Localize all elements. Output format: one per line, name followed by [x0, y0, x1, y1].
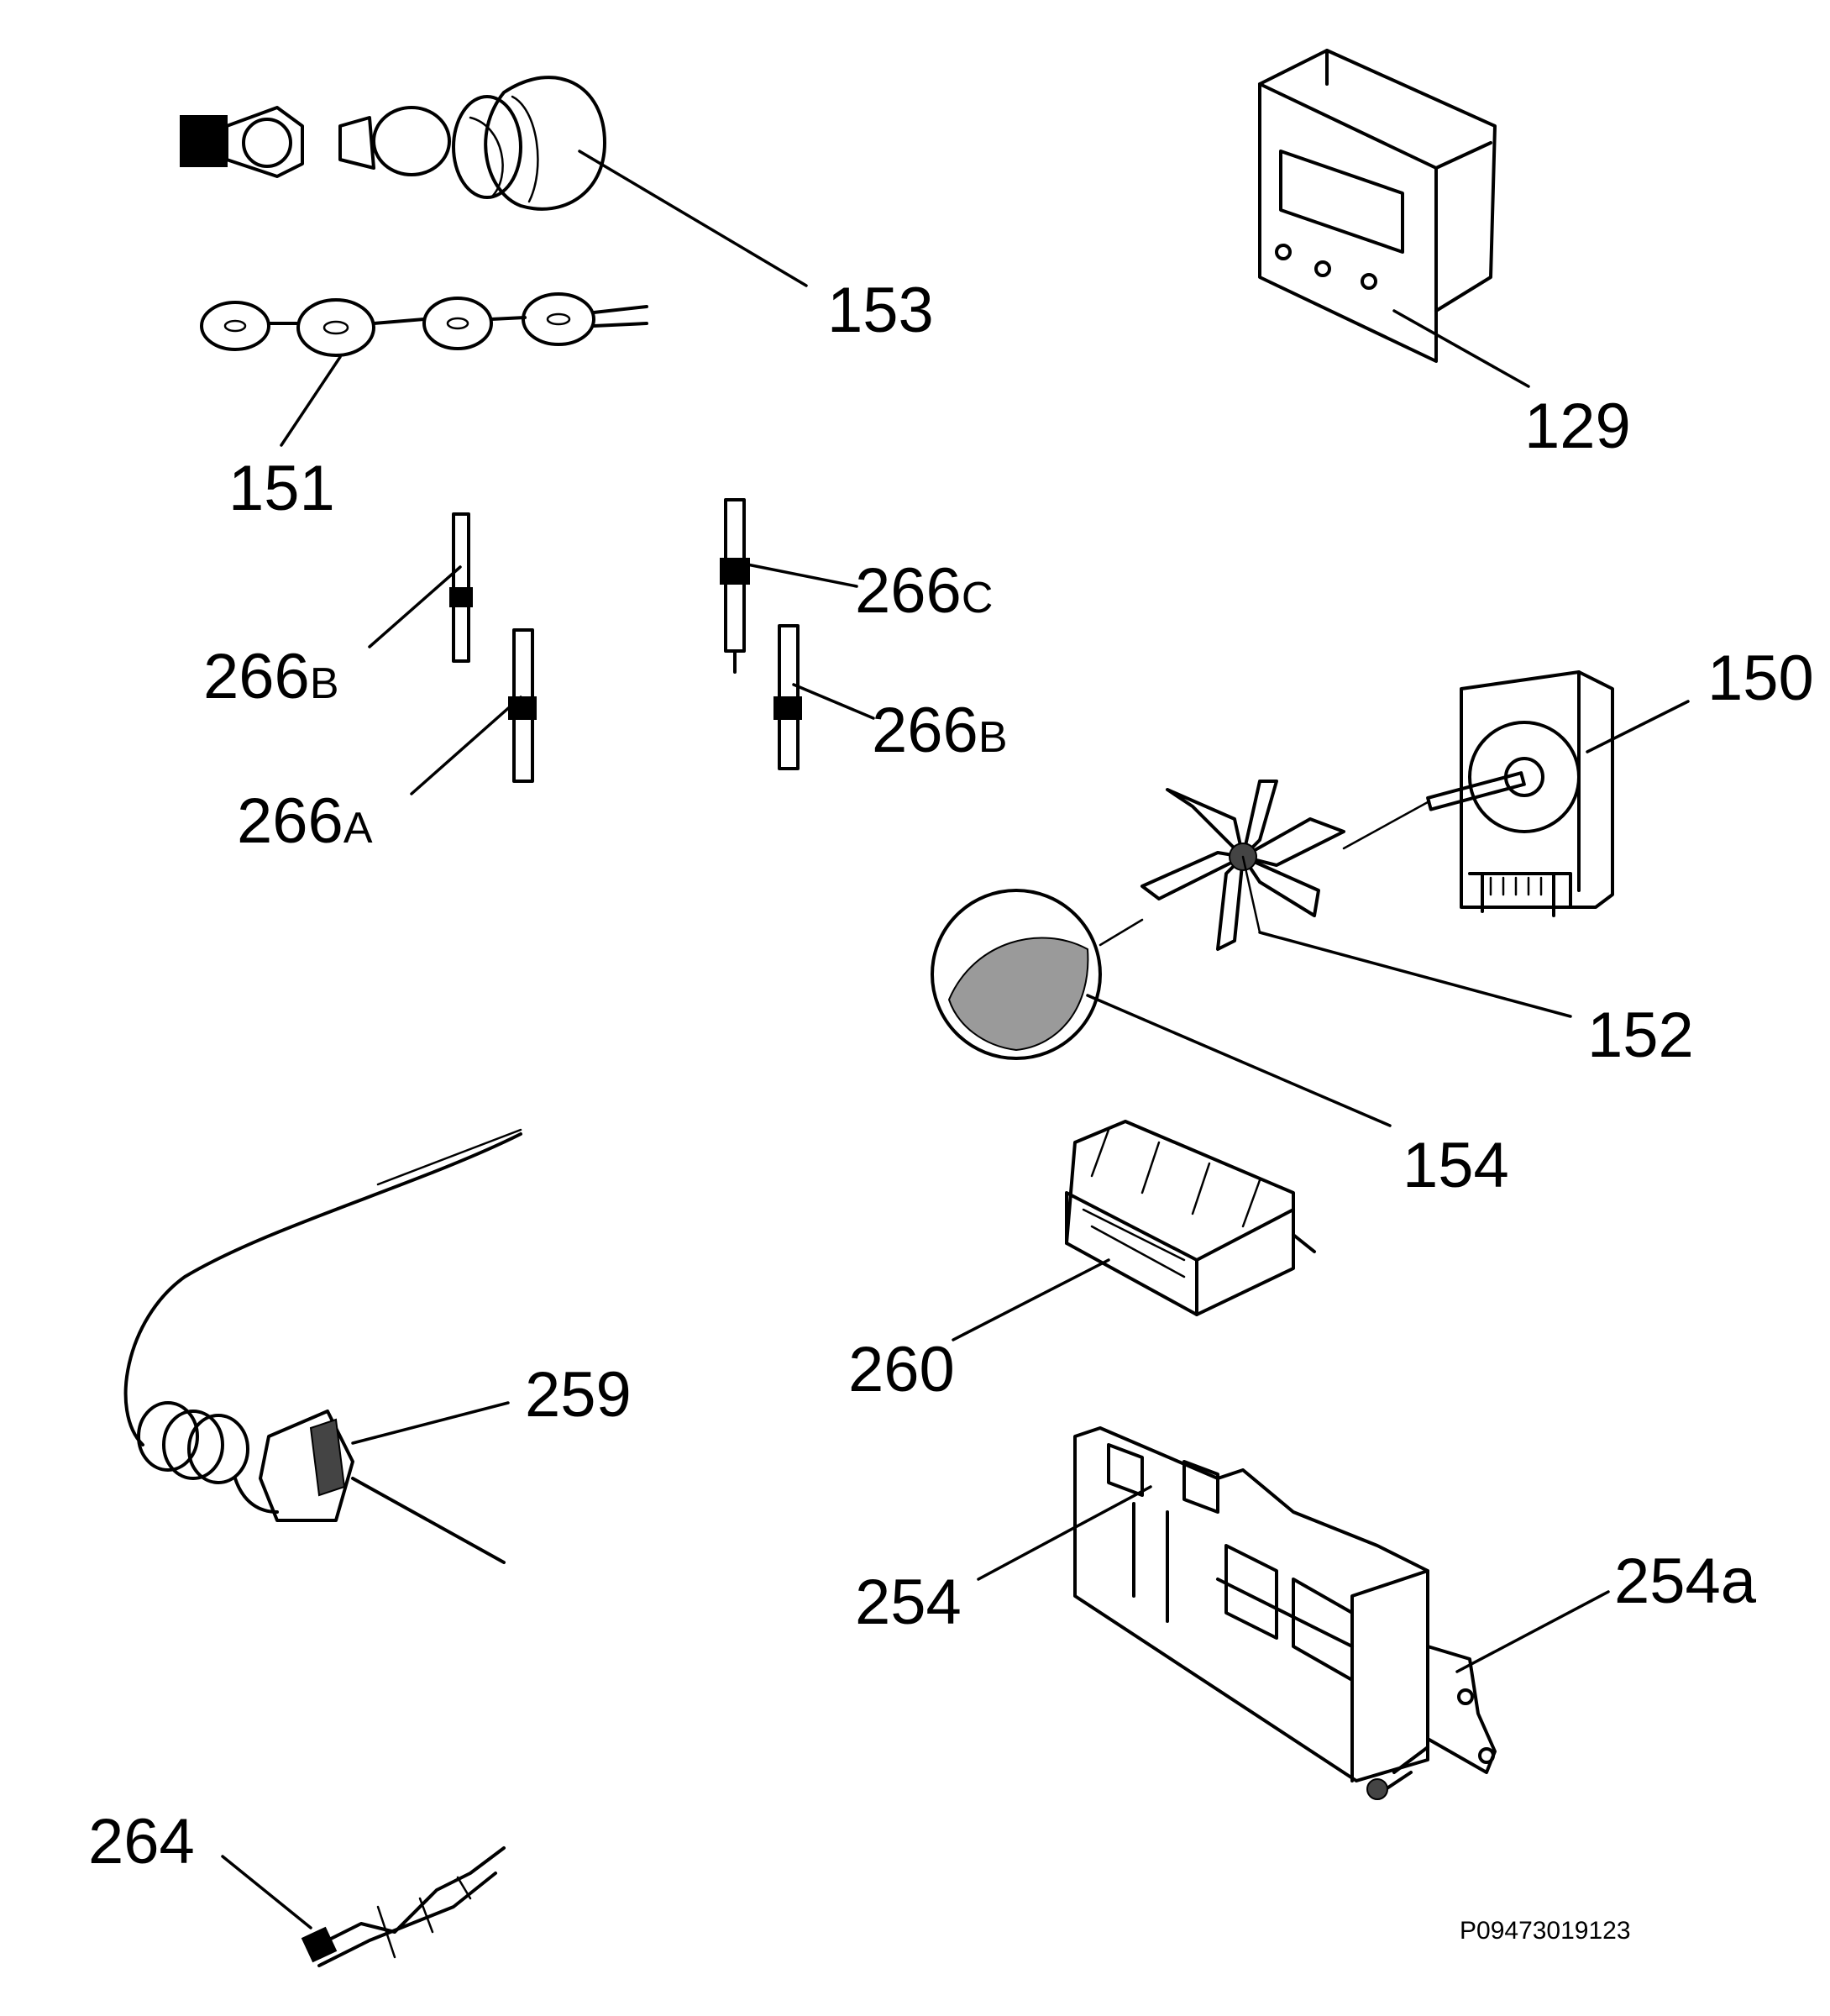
thermostat-body: [259, 1410, 354, 1522]
timer-button-1: [1275, 244, 1292, 260]
ignition-housing: [1073, 1426, 1429, 1782]
connector-wires: [309, 1846, 506, 1950]
callout-152: 152: [1587, 1000, 1694, 1071]
leader-line-266a: [410, 696, 522, 795]
part-264-cable-connector: [301, 1846, 506, 1967]
timer-button-3: [1361, 273, 1377, 290]
part-266b-left-electrode: [449, 512, 473, 663]
lamp-socket-block: [180, 115, 228, 167]
callout-266a: 266A: [237, 785, 373, 857]
callout-151: 151: [228, 453, 335, 524]
leader-line-254: [977, 1485, 1152, 1581]
leader-line-154: [1086, 994, 1392, 1127]
leader-line-260: [952, 1258, 1110, 1341]
leader-line-129: [1392, 309, 1530, 388]
part-152-fan-impeller: [1140, 780, 1345, 951]
part-154-grease-filter: [931, 889, 1144, 1060]
callout-264: 264: [88, 1806, 195, 1877]
motor-rotor: [1468, 721, 1581, 833]
motor-axis-line: [1342, 801, 1429, 850]
connector-terminal: [301, 1926, 338, 1963]
leader-line-266b-left: [368, 565, 462, 648]
part-254a-mounting-bracket: [1366, 1645, 1497, 1800]
lamp-cover-glass: [484, 76, 606, 211]
leader-line-266b-right: [792, 683, 875, 720]
part-129-electronic-timer-module: [1258, 49, 1497, 363]
callout-266b-right: 266B: [872, 695, 1008, 766]
bracket-screw: [1366, 1778, 1388, 1800]
callout-259: 259: [525, 1359, 632, 1431]
leader-line-152: [1258, 931, 1572, 1018]
callout-153: 153: [827, 275, 934, 346]
leader-line-254a: [1455, 1590, 1610, 1673]
leader-line-266c: [737, 561, 858, 588]
lamp-bulb-base: [338, 116, 375, 170]
callout-254a: 254a: [1614, 1546, 1757, 1617]
lamp-holder: [225, 106, 304, 178]
ignition-terminal-2: [1224, 1544, 1278, 1640]
timer-front-panel: [1258, 82, 1438, 363]
part-151-terminal-strip: [200, 292, 648, 357]
timer-button-2: [1314, 260, 1331, 277]
bracket-plate: [1426, 1645, 1497, 1774]
callout-260: 260: [848, 1334, 955, 1405]
callout-266b-left: 266B: [203, 641, 339, 712]
callout-154: 154: [1403, 1130, 1509, 1201]
leader-line-259: [351, 1401, 510, 1445]
part-266c-electrode: [720, 498, 750, 674]
callout-129: 129: [1524, 391, 1631, 462]
ignition-terminal-1: [1292, 1578, 1354, 1682]
motor-shaft: [1426, 771, 1526, 811]
leader-line-151: [280, 355, 342, 447]
leader-line-264: [221, 1855, 312, 1929]
lamp-bulb: [372, 106, 451, 176]
capillary-tube: [123, 1132, 522, 1446]
part-266a-electrode: [508, 628, 537, 783]
callout-254: 254: [855, 1567, 962, 1638]
filter-mesh: [947, 937, 1089, 1052]
part-254-ignition-unit: [1073, 1426, 1429, 1782]
part-153-oven-lamp-assembly: [180, 76, 606, 211]
part-260-selector-switch: [1065, 1120, 1316, 1316]
leader-line-153: [578, 150, 808, 287]
filter-ring: [931, 889, 1102, 1060]
part-266b-right-electrode: [773, 624, 802, 770]
timer-housing-back: [1258, 49, 1497, 312]
part-259-thermostat: [123, 1128, 522, 1564]
callout-150: 150: [1707, 643, 1814, 714]
callout-266c: 266C: [855, 555, 994, 627]
leader-line-150: [1586, 700, 1690, 753]
drawing-reference-code: P09473019123: [1460, 1917, 1631, 1945]
part-150-fan-motor: [1426, 670, 1614, 917]
timer-display-window: [1279, 150, 1404, 254]
thermostat-shaft: [351, 1477, 506, 1564]
